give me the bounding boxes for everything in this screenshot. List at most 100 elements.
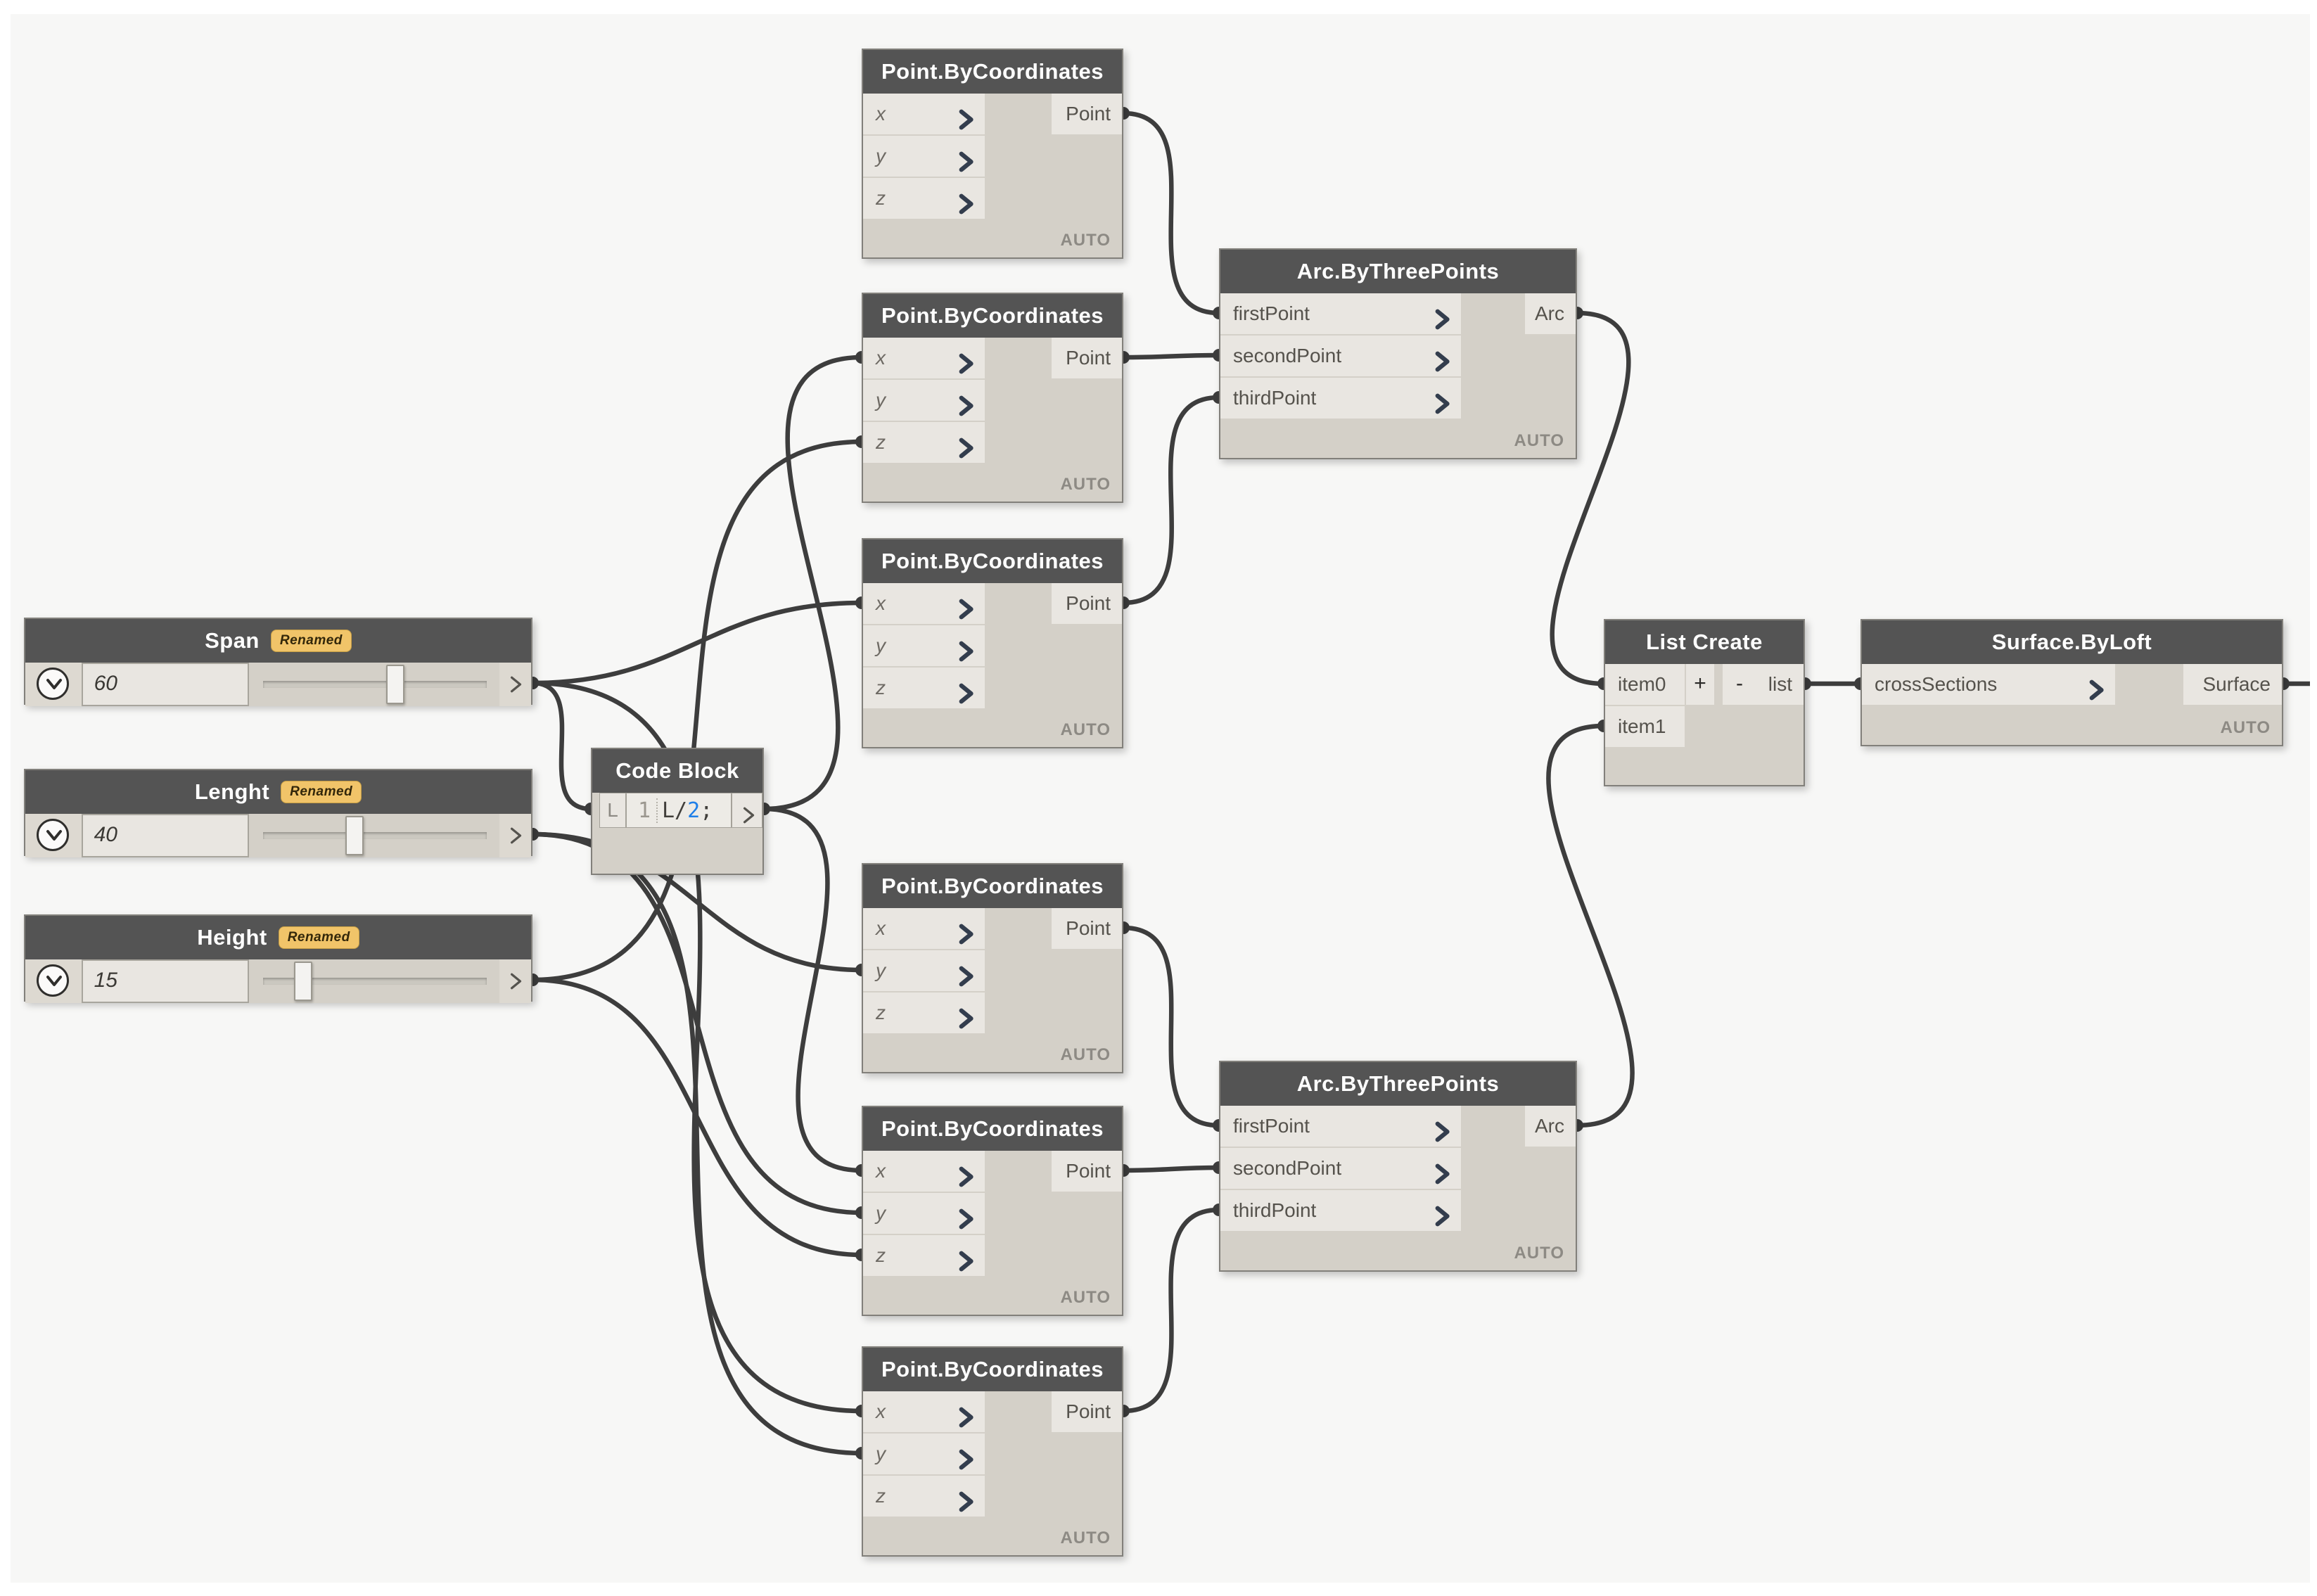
wire[interactable] (530, 680, 864, 1414)
output-port[interactable] (499, 814, 532, 857)
output-port[interactable]: Point (1052, 908, 1122, 949)
lacing-label[interactable]: AUTO (1060, 1288, 1111, 1307)
slider-value-input[interactable]: 15 (81, 959, 250, 1003)
input-port-z[interactable]: z (863, 422, 985, 463)
input-port-item0[interactable]: item0 (1605, 664, 1685, 705)
wire[interactable] (530, 977, 864, 1258)
input-port-L[interactable]: L (599, 793, 626, 828)
wire[interactable] (1121, 352, 1222, 360)
input-port-secondPoint[interactable]: secondPoint (1220, 336, 1461, 376)
wire[interactable] (761, 806, 864, 1173)
output-port[interactable]: Point (1052, 94, 1122, 134)
input-port-z[interactable]: z (863, 1476, 985, 1517)
remove-item-button[interactable]: - (1723, 664, 1756, 705)
output-port[interactable] (732, 793, 762, 828)
input-port-z[interactable]: z (863, 992, 985, 1033)
output-port[interactable]: Arc (1525, 293, 1576, 334)
input-port-x[interactable]: x (863, 1391, 985, 1432)
slider-handle[interactable] (345, 816, 364, 855)
lacing-label[interactable]: AUTO (1060, 475, 1111, 494)
node-header[interactable]: Point.ByCoordinates (863, 1107, 1122, 1151)
output-port[interactable]: list (1756, 664, 1804, 705)
wire[interactable] (1550, 310, 1631, 687)
node-header[interactable]: Arc.ByThreePoints (1220, 1062, 1576, 1106)
slider-collapse-button[interactable] (25, 959, 82, 1003)
node-header[interactable]: Point.ByCoordinates (863, 1348, 1122, 1391)
node-header[interactable]: Code Block (592, 749, 762, 793)
input-port-thirdPoint[interactable]: thirdPoint (1220, 1190, 1461, 1231)
lacing-label[interactable]: AUTO (1514, 431, 1564, 450)
wire[interactable] (1546, 723, 1635, 1128)
wire[interactable] (761, 355, 864, 812)
input-port-x[interactable]: x (863, 94, 985, 134)
lacing-label[interactable]: AUTO (1514, 1244, 1564, 1263)
output-port[interactable]: Point (1052, 338, 1122, 378)
wire[interactable] (530, 600, 864, 686)
add-item-button[interactable]: + (1686, 664, 1714, 705)
slider-track[interactable] (249, 814, 500, 857)
slider-track[interactable] (249, 663, 500, 706)
lacing-label[interactable]: AUTO (1060, 720, 1111, 739)
input-port-item1[interactable]: item1 (1605, 706, 1685, 747)
input-port-x[interactable]: x (863, 1151, 985, 1192)
input-port-y[interactable]: y (863, 380, 985, 421)
input-port-x[interactable]: x (863, 908, 985, 949)
lacing-label[interactable]: AUTO (1060, 231, 1111, 250)
input-port-firstPoint[interactable]: firstPoint (1220, 1106, 1461, 1147)
input-port-thirdPoint[interactable]: thirdPoint (1220, 378, 1461, 419)
wire[interactable] (1121, 1207, 1222, 1414)
node-header[interactable]: Point.ByCoordinates (863, 50, 1122, 94)
slider-collapse-button[interactable] (25, 814, 82, 857)
node-header[interactable]: Point.ByCoordinates (863, 540, 1122, 583)
input-port-y[interactable]: y (863, 1193, 985, 1234)
input-port-y[interactable]: y (863, 136, 985, 177)
input-port-y[interactable]: y (863, 625, 985, 666)
output-port[interactable]: Point (1052, 583, 1122, 624)
input-port-firstPoint[interactable]: firstPoint (1220, 293, 1461, 334)
input-port-x[interactable]: x (863, 338, 985, 378)
output-port[interactable] (499, 663, 532, 706)
slider-handle[interactable] (386, 665, 405, 704)
output-port[interactable]: Surface (2183, 664, 2282, 705)
wire[interactable] (1121, 110, 1222, 316)
input-port-z[interactable]: z (863, 1235, 985, 1276)
input-port-z[interactable]: z (863, 668, 985, 708)
output-port[interactable]: Point (1052, 1391, 1122, 1432)
slider-handle[interactable] (294, 962, 313, 1001)
wire[interactable] (530, 680, 594, 812)
node-header[interactable]: Point.ByCoordinates (863, 864, 1122, 908)
slider-value-input[interactable]: 60 (81, 663, 250, 706)
wire[interactable] (1121, 1165, 1222, 1173)
lacing-label[interactable]: AUTO (1060, 1528, 1111, 1547)
output-port[interactable] (499, 959, 532, 1003)
input-port-y[interactable]: y (863, 1434, 985, 1474)
input-port-secondPoint[interactable]: secondPoint (1220, 1148, 1461, 1189)
output-port[interactable]: Arc (1525, 1106, 1576, 1147)
wire[interactable] (1121, 395, 1222, 606)
input-port-x[interactable]: x (863, 583, 985, 624)
lacing-label[interactable]: AUTO (2220, 718, 2271, 737)
node-header[interactable]: Arc.ByThreePoints (1220, 250, 1576, 293)
node-header[interactable]: List Create (1605, 620, 1804, 664)
input-port-crossSections[interactable]: crossSections (1862, 664, 2115, 705)
wire[interactable] (530, 439, 864, 983)
input-port-z[interactable]: z (863, 178, 985, 219)
